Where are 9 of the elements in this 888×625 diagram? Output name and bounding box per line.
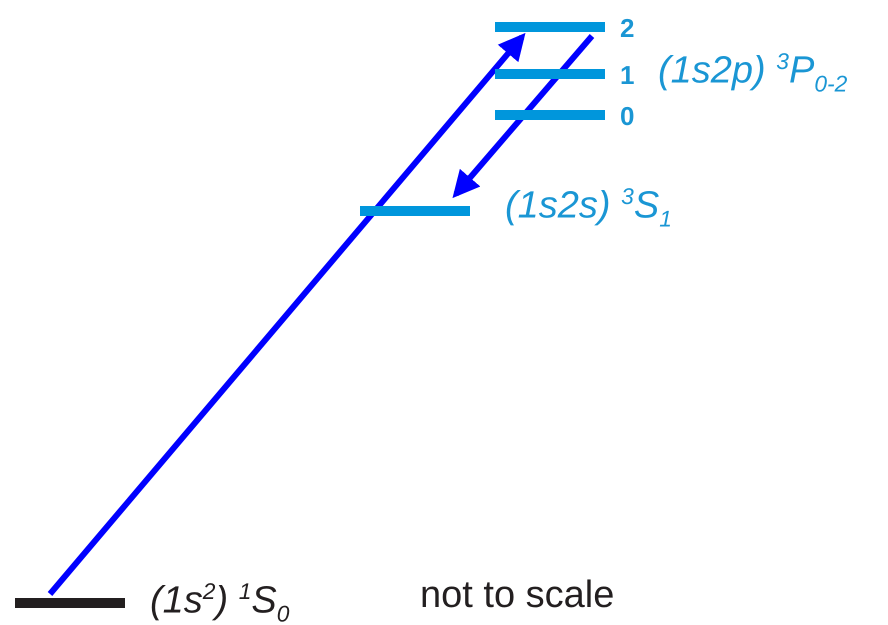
transition-arrow xyxy=(48,32,526,596)
level-group-label: (1s2p) $^{3}$P$_{0-2}$ xyxy=(658,50,848,96)
level-number: 0 xyxy=(620,103,634,129)
level-number: 1 xyxy=(620,62,634,88)
note-text: not to scale xyxy=(420,576,614,614)
state-label: (1s2s) $^{3}$S$_{1}$ xyxy=(505,185,672,230)
state-label: (1s$^{2}$) $^{1}$S$_{0}$ xyxy=(150,580,290,625)
level-number: 2 xyxy=(620,15,634,41)
transition-arrow xyxy=(452,34,594,198)
